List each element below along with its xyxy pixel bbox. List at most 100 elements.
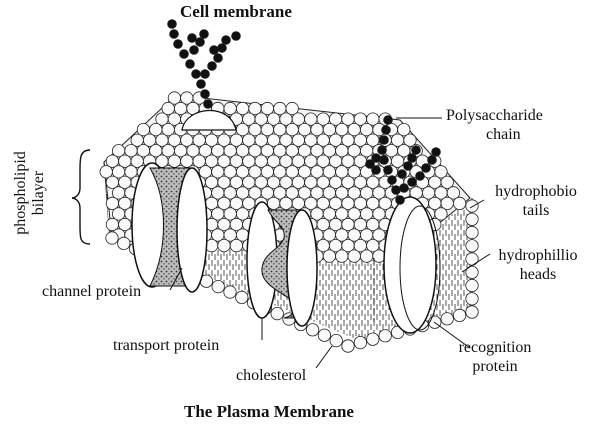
- label-channel-protein: channel protein: [42, 283, 142, 300]
- phospholipid-head: [347, 249, 361, 263]
- sugar-bead: [377, 145, 387, 155]
- sugar-bead: [179, 49, 189, 59]
- label-polysaccharide-line1: Polysaccharide: [446, 107, 543, 124]
- label-phospholipid-bilayer: phospholipid bilayer: [12, 133, 48, 253]
- phospholipid-head: [285, 101, 299, 116]
- phospholipid-head: [105, 231, 119, 245]
- sugar-bead: [407, 177, 417, 187]
- sugar-bead: [173, 39, 183, 49]
- label-hydrophilic-heads: hydrophillio heads: [488, 246, 588, 284]
- tail-region: [104, 162, 472, 340]
- label-hydrophobic-line1: hydrophobio: [495, 183, 577, 200]
- phospholipid-head: [397, 123, 411, 137]
- phospholipid-head: [223, 285, 237, 299]
- sugar-bead: [221, 35, 231, 45]
- sugar-bead: [167, 19, 177, 29]
- phospholipid-head: [403, 133, 417, 147]
- label-bilayer-line2: bilayer: [30, 170, 47, 216]
- leader-lines: [169, 117, 491, 369]
- sugar-bead: [203, 99, 213, 109]
- phospholipid-head: [359, 249, 374, 263]
- diagram-caption: The Plasma Membrane: [184, 402, 354, 421]
- phospholipid-head: [366, 332, 380, 346]
- label-bilayer-line1: phospholipid: [12, 151, 29, 235]
- sugar-bead: [379, 155, 389, 165]
- diagram-title: Cell membrane: [180, 2, 292, 21]
- sugar-bead: [379, 135, 389, 145]
- sugar-bead: [199, 29, 209, 39]
- sugar-bead: [383, 115, 393, 125]
- glycoprotein-bump: [181, 109, 237, 131]
- sugar-bead: [365, 159, 375, 169]
- phospholipid-head: [235, 290, 249, 304]
- sugar-bead: [407, 153, 417, 163]
- sugar-bead: [411, 145, 421, 155]
- phospholipid-head: [452, 308, 467, 322]
- phospholipid-head: [465, 239, 479, 253]
- sugar-bead: [187, 33, 197, 43]
- sugar-bead: [371, 153, 381, 163]
- label-cholesterol: cholesterol: [236, 367, 307, 384]
- sugar-bead: [200, 69, 210, 79]
- phospholipid-head: [465, 292, 479, 306]
- phospholipid-head: [378, 329, 392, 343]
- phospholipid-head: [341, 339, 355, 353]
- sugar-bead: [185, 59, 195, 69]
- label-hydrophilic-line1: hydrophillio: [498, 247, 578, 264]
- phospholipid-head: [117, 236, 131, 250]
- phospholipid-head: [317, 328, 331, 342]
- phospholipid-head: [270, 306, 284, 321]
- phospholipid-head: [440, 175, 454, 189]
- sugar-bead: [195, 37, 205, 47]
- sugar-bead: [200, 89, 210, 99]
- label-polysaccharide-line2: chain: [486, 126, 521, 143]
- sugar-bead: [399, 183, 409, 193]
- phospholipid-head: [465, 225, 479, 240]
- sugar-bead: [403, 161, 413, 171]
- sugar-bead: [383, 165, 393, 175]
- sugar-bead: [431, 147, 441, 157]
- recognition-protein-shape: [383, 196, 441, 334]
- label-recognition-protein: recognition protein: [440, 338, 550, 376]
- sugar-bead: [387, 175, 397, 185]
- sugar-bead: [381, 125, 391, 135]
- label-recognition-line2: protein: [472, 358, 518, 375]
- sugar-bead: [421, 163, 431, 173]
- phospholipid-head: [353, 335, 367, 350]
- phospholipid-head: [434, 207, 448, 221]
- polysaccharide-chains: [167, 19, 441, 205]
- phospholipid-head: [434, 165, 448, 179]
- sugar-bead: [427, 155, 437, 165]
- sugar-bead: [209, 45, 219, 55]
- sugar-bead: [415, 171, 425, 181]
- phospholipid-head: [446, 186, 460, 200]
- sugar-bead: [371, 165, 381, 175]
- sugar-bead: [191, 69, 201, 79]
- phospholipid-head: [440, 312, 454, 326]
- bilayer-bracket: [71, 149, 91, 245]
- sugar-bead: [169, 29, 179, 39]
- phospholipid-head: [465, 199, 479, 213]
- sugar-bead: [391, 185, 401, 195]
- phospholipid-head: [322, 249, 336, 263]
- phospholipid-head: [465, 278, 479, 293]
- phospholipid-head: [465, 212, 479, 226]
- label-polysaccharide-chain: Polysaccharide chain: [446, 106, 543, 144]
- sugar-bead: [397, 169, 407, 179]
- label-hydrophobic-line2: tails: [522, 202, 550, 219]
- phospholipid-head: [465, 305, 479, 319]
- label-hydrophobic-tails: hydrophobio tails: [486, 182, 586, 220]
- label-hydrophilic-line2: heads: [519, 266, 557, 283]
- channel-protein-shape: [131, 162, 208, 293]
- sugar-bead: [196, 79, 206, 89]
- sugar-bead: [207, 61, 217, 71]
- phospholipid-head: [217, 239, 231, 253]
- phospholipid-head: [329, 333, 343, 348]
- label-transport-protein: transport protein: [113, 337, 220, 354]
- phospholipid-head: [452, 196, 467, 210]
- sugar-bead: [231, 31, 241, 41]
- phospholipid-head: [229, 239, 243, 253]
- sugar-bead: [213, 53, 223, 63]
- sugar-bead: [395, 195, 405, 205]
